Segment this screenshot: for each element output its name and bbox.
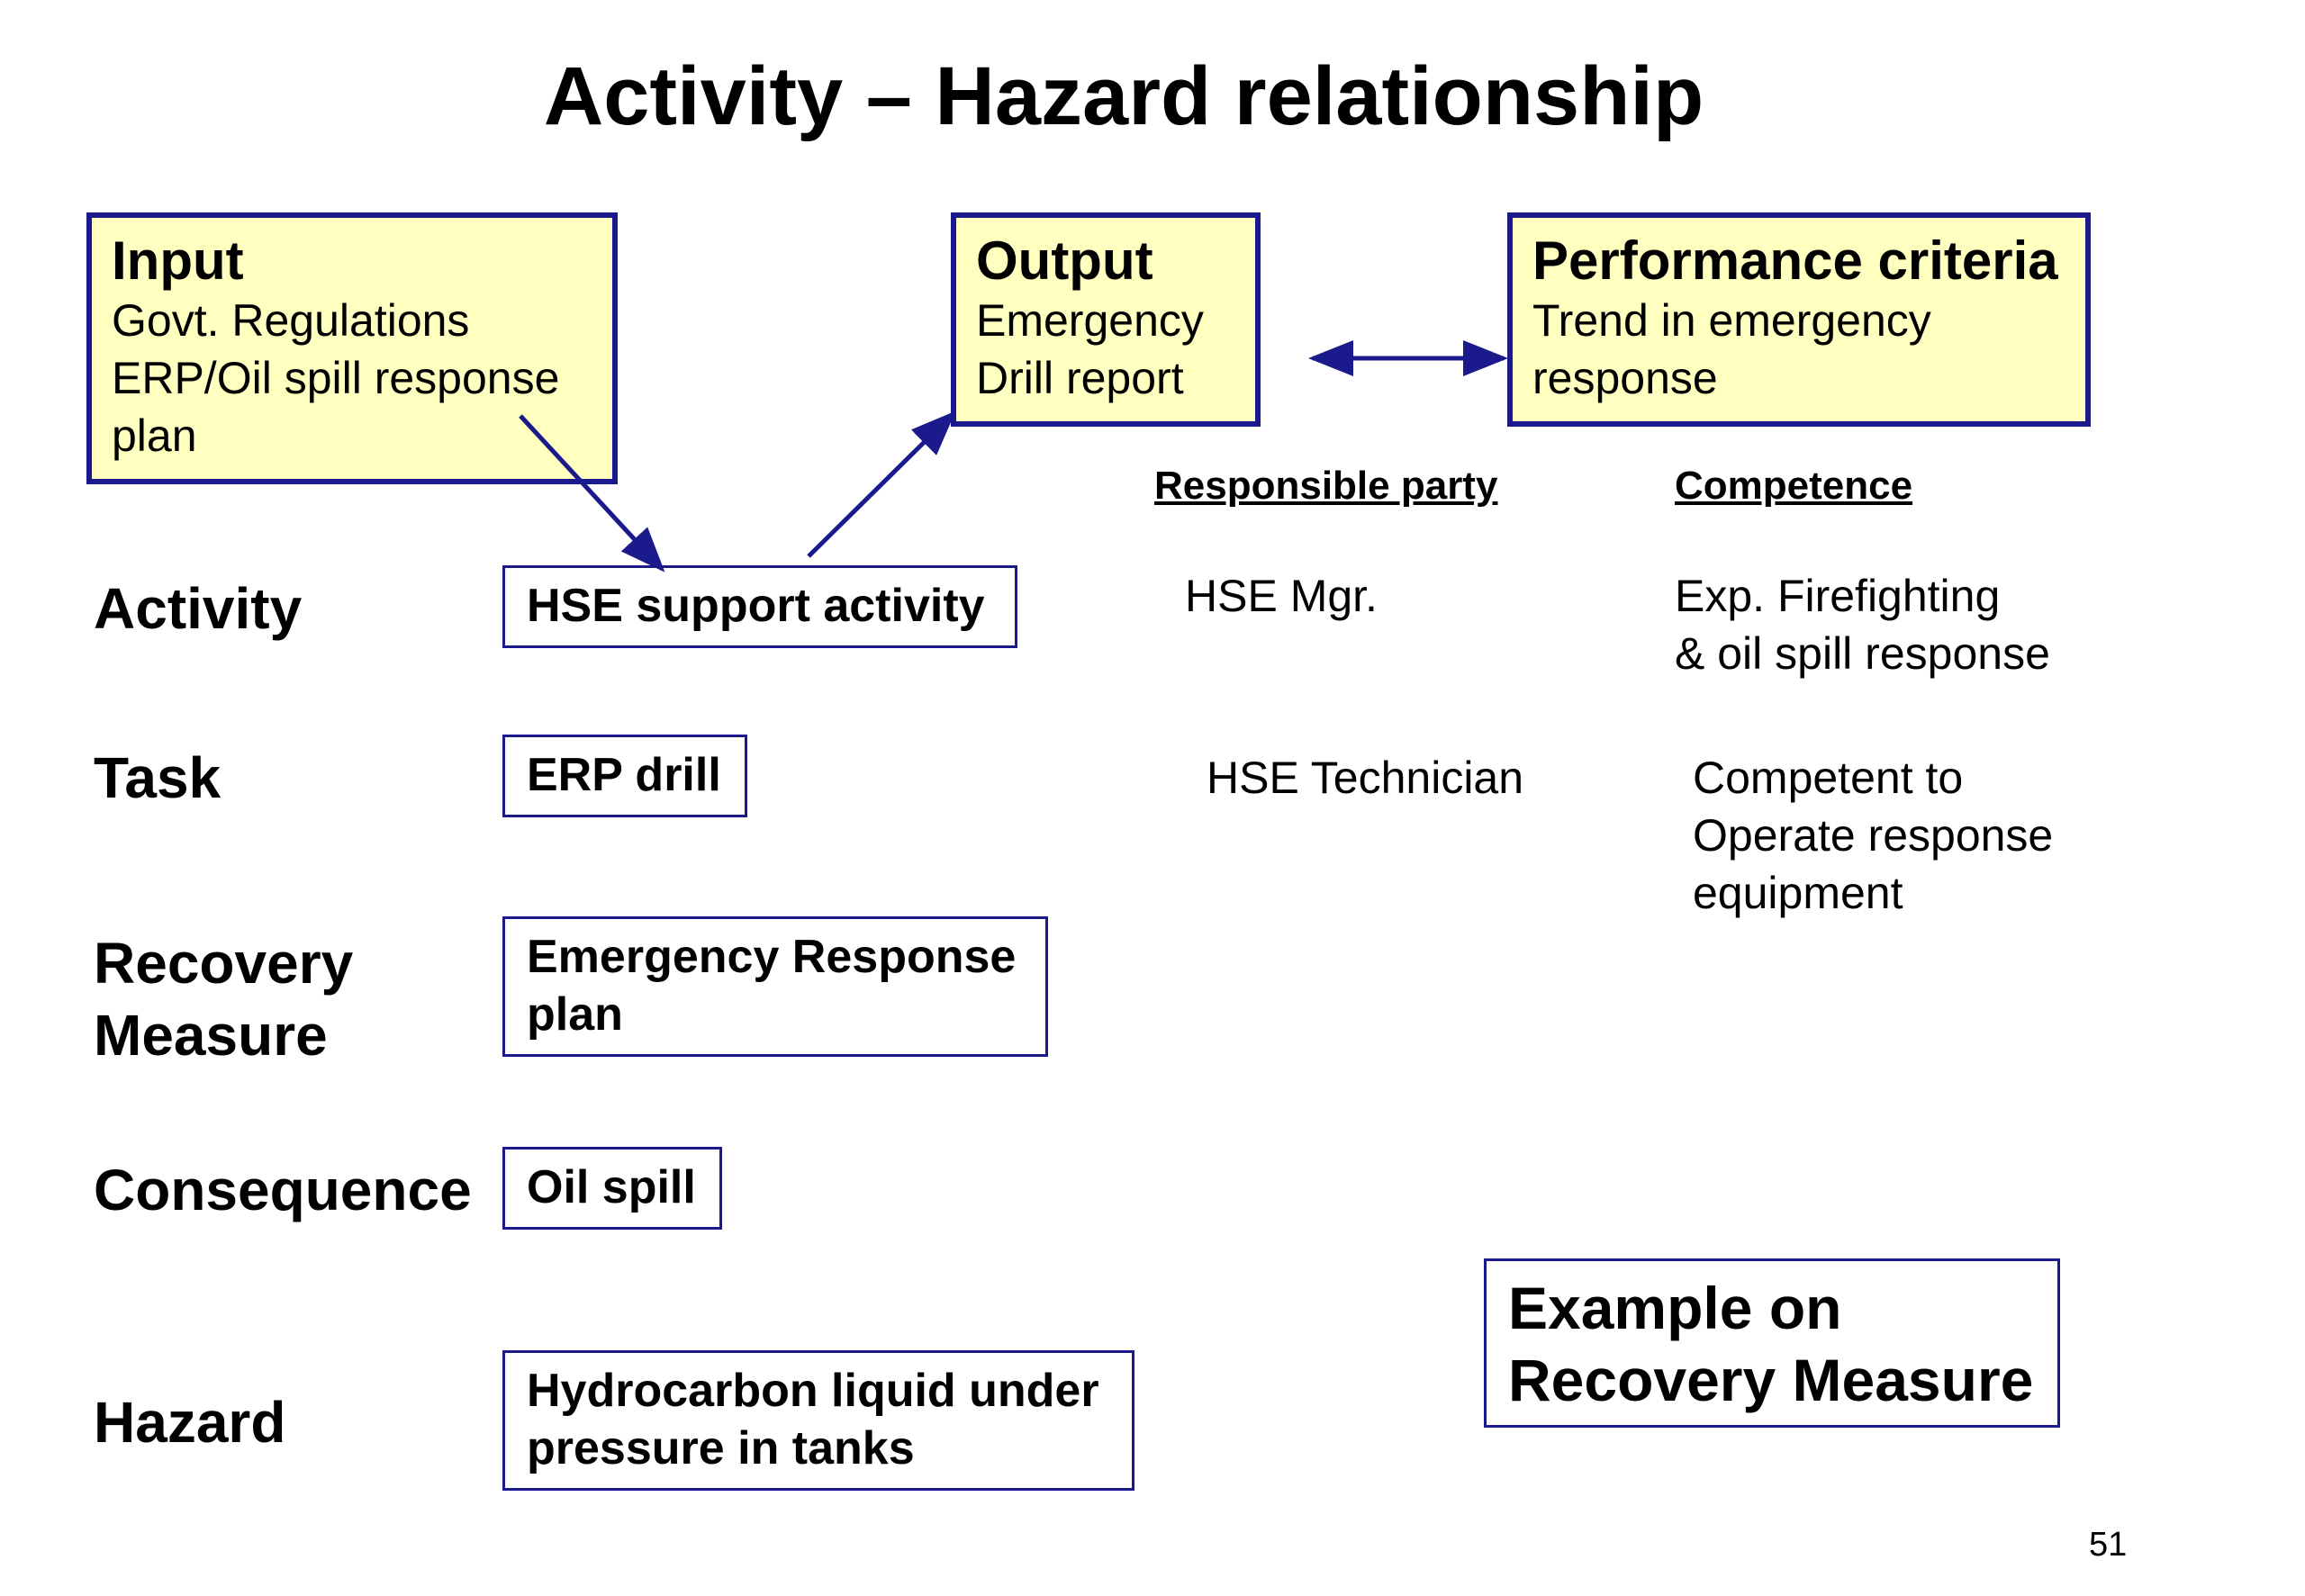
performance-criteria-box: Performance criteria Trend in emergency … — [1507, 212, 2091, 427]
hazard-box-line: Hydrocarbon liquid under — [527, 1365, 1099, 1417]
example-box: Example on Recovery Measure — [1484, 1258, 2060, 1428]
competence-line: & oil spill response — [1675, 628, 2050, 679]
responsible-party-header: Responsible party — [1154, 464, 1498, 508]
output-line: Drill report — [976, 353, 1184, 403]
example-line: Recovery Measure — [1508, 1347, 2034, 1413]
performance-heading: Performance criteria — [1532, 230, 2058, 291]
performance-line: Trend in emergency — [1532, 295, 1931, 346]
recovery-box-line: plan — [527, 988, 623, 1041]
competence-activity: Exp. Firefighting & oil spill response — [1675, 567, 2050, 682]
task-box-text: ERP drill — [527, 749, 721, 801]
row-label-task: Task — [94, 745, 221, 810]
recovery-measure-box: Emergency Response plan — [502, 916, 1048, 1057]
consequence-box-text: Oil spill — [527, 1161, 696, 1213]
row-label-consequence: Consequence — [94, 1158, 472, 1222]
row-label-activity: Activity — [94, 576, 303, 641]
performance-line: response — [1532, 353, 1718, 403]
example-line: Example on — [1508, 1275, 1842, 1341]
input-line: plan — [112, 410, 197, 461]
row-label-recovery-measure: Recovery Measure — [94, 927, 353, 1071]
hazard-box-line: pressure in tanks — [527, 1422, 915, 1474]
consequence-box: Oil spill — [502, 1147, 722, 1230]
competence-line: Exp. Firefighting — [1675, 571, 2001, 621]
activity-box-text: HSE support activity — [527, 580, 985, 632]
input-heading: Input — [112, 230, 244, 291]
competence-line: equipment — [1693, 868, 1903, 918]
recovery-box-line: Emergency Response — [527, 931, 1017, 983]
responsible-activity: HSE Mgr. — [1185, 571, 1378, 621]
arrow-input-to-activity — [519, 414, 665, 573]
page-title: Activity – Hazard relationship — [543, 50, 1704, 142]
input-line: ERP/Oil spill response — [112, 353, 560, 403]
output-heading: Output — [976, 230, 1153, 291]
competence-header: Competence — [1675, 464, 1913, 508]
competence-line: Competent to — [1693, 753, 1964, 803]
row-label-line: Measure — [94, 1003, 328, 1068]
competence-task: Competent to Operate response equipment — [1693, 749, 2053, 922]
input-line: Govt. Regulations — [112, 295, 470, 346]
arrow-activity-to-output — [807, 410, 956, 558]
responsible-task: HSE Technician — [1207, 753, 1524, 803]
hazard-box: Hydrocarbon liquid under pressure in tan… — [502, 1350, 1134, 1491]
competence-line: Operate response — [1693, 810, 2054, 861]
activity-box: HSE support activity — [502, 565, 1017, 648]
output-box: Output Emergency Drill report — [951, 212, 1261, 427]
row-label-line: Recovery — [94, 931, 354, 996]
task-box: ERP drill — [502, 735, 747, 817]
input-box: Input Govt. Regulations ERP/Oil spill re… — [86, 212, 618, 484]
page-number: 51 — [2089, 1526, 2128, 1564]
row-label-hazard: Hazard — [94, 1390, 286, 1455]
output-line: Emergency — [976, 295, 1204, 346]
